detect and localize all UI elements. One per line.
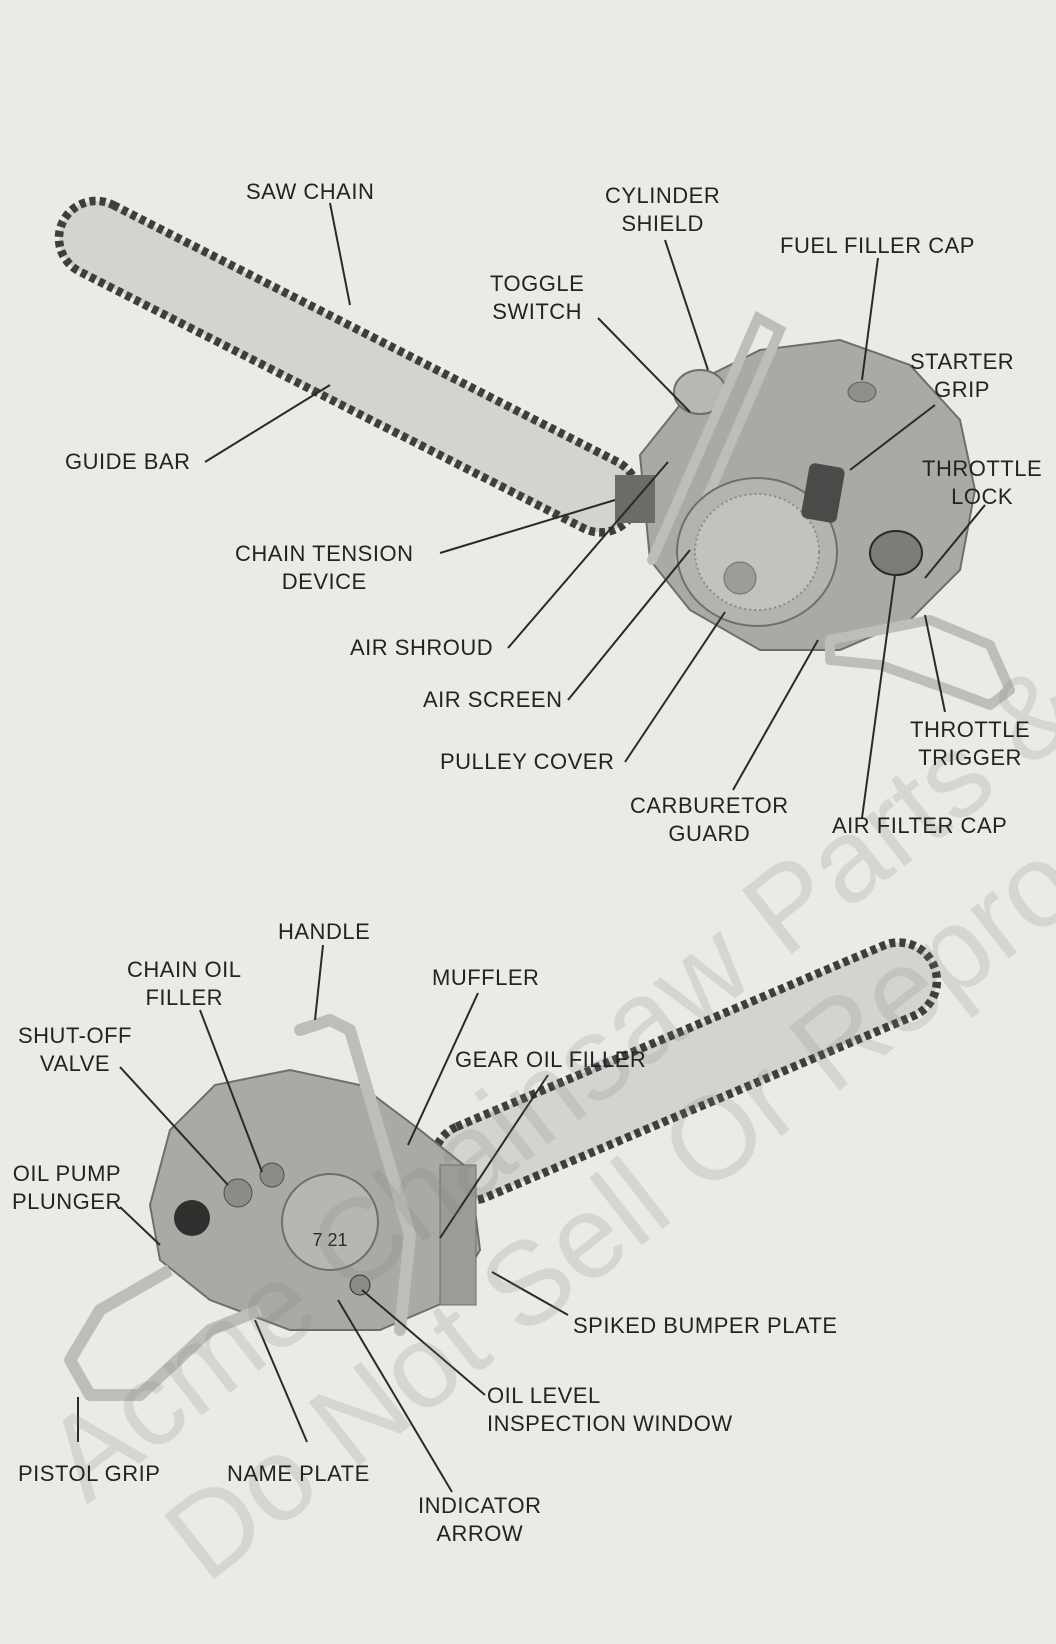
label-fuel-filler-cap: FUEL FILLER CAP: [780, 232, 975, 260]
label-spiked-bumper-plate: SPIKED BUMPER PLATE: [573, 1312, 838, 1340]
bottom-shut-off-valve: [224, 1179, 252, 1207]
label-name-plate: NAME PLATE: [227, 1460, 370, 1488]
top-guide-bar: [46, 188, 650, 544]
label-air-screen: AIR SCREEN: [423, 686, 562, 714]
label-air-shroud: AIR SHROUD: [350, 634, 493, 662]
label-handle: HANDLE: [278, 918, 370, 946]
top-fuel-cap: [848, 382, 876, 402]
label-guide-bar: GUIDE BAR: [65, 448, 191, 476]
top-chainsaw: [46, 188, 1010, 705]
label-saw-chain: SAW CHAIN: [246, 178, 374, 206]
label-pulley-cover: PULLEY COVER: [440, 748, 614, 776]
label-pistol-grip: PISTOL GRIP: [18, 1460, 160, 1488]
bottom-oil-pump-plunger: [174, 1200, 210, 1236]
label-gear-oil-filler: GEAR OIL FILLER: [455, 1046, 646, 1074]
label-air-filter-cap: AIR FILTER CAP: [832, 812, 1007, 840]
bottom-chain-oil-filler: [260, 1163, 284, 1187]
top-air-filter-cap: [870, 531, 922, 575]
label-muffler: MUFFLER: [432, 964, 539, 992]
